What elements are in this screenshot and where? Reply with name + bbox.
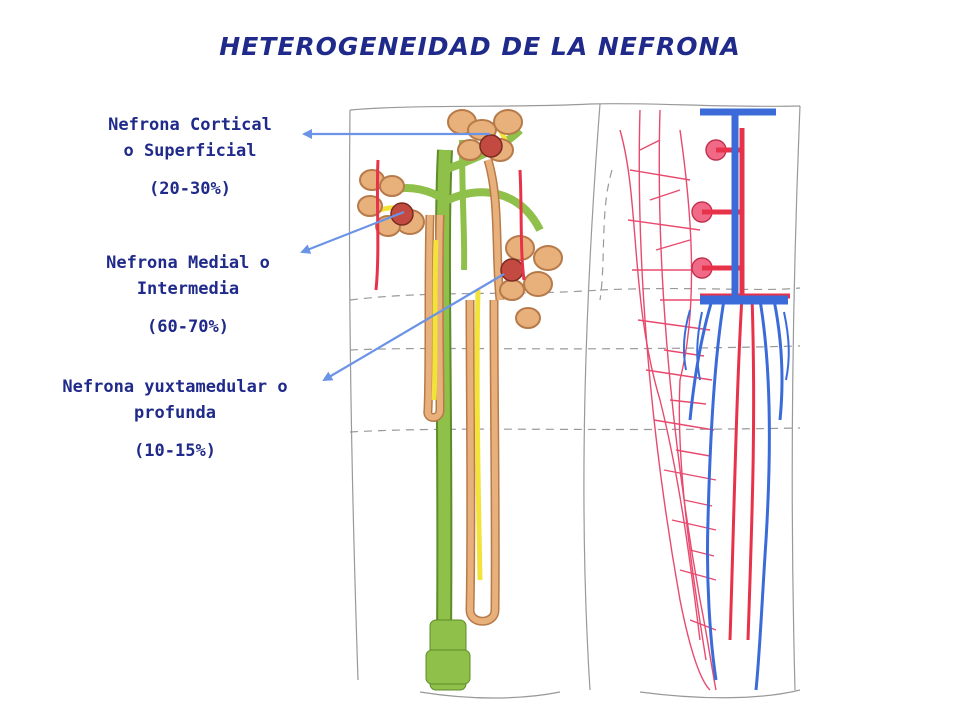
label-nefrona-cortical: Nefrona Cortical o Superficial (20-30%) (80, 112, 300, 202)
label-medial-line2: Intermedia (136, 279, 240, 299)
inner-medulla-boundary (349, 427, 801, 433)
cortex-medulla-boundary-right (599, 287, 801, 291)
cortex-boundary-top (349, 102, 801, 111)
glomeruli (390, 134, 524, 282)
papilla-tip (419, 691, 561, 699)
medullary-ray-boundary (583, 103, 601, 691)
papilla-tip-right (639, 689, 801, 699)
lobule-boundary (599, 169, 613, 301)
outer-medulla-boundary (349, 345, 801, 351)
label-nefrona-yuxtamedular: Nefrona yuxtamedular o profunda (10-15%) (20, 374, 330, 464)
label-medial-percent: (60-70%) (147, 317, 229, 337)
right-glomeruli (691, 139, 727, 279)
pointer-arrows (300, 129, 505, 382)
label-yuxta-line2: profunda (134, 403, 216, 423)
label-cortical-percent: (20-30%) (149, 179, 231, 199)
page-title: HETEROGENEIDAD DE LA NEFRONA (219, 32, 741, 61)
label-cortical-line2: o Superficial (123, 141, 257, 161)
arrow-yuxtamedular (322, 273, 505, 382)
cortex-medulla-boundary-left (349, 289, 601, 301)
glomerulus-cortical (479, 134, 503, 158)
label-yuxta-percent: (10-15%) (134, 441, 216, 461)
glomerulus-yuxtamedular (500, 258, 524, 282)
glomerulus-medial (390, 202, 414, 226)
left-vessels (374, 159, 526, 291)
label-yuxta-line1: Nefrona yuxtamedular o (62, 377, 288, 397)
label-cortical-line1: Nefrona Cortical (108, 115, 272, 135)
label-medial-line1: Nefrona Medial o (106, 253, 270, 273)
veins (682, 108, 790, 691)
left-edge (348, 109, 359, 681)
cluster-yuxtamedular (499, 235, 563, 329)
arrow-medial (300, 210, 405, 254)
label-nefrona-medial: Nefrona Medial o Intermedia (60-70%) (68, 250, 308, 340)
tissue-boundaries (348, 102, 801, 699)
tubules (423, 158, 505, 626)
capillary-network (619, 109, 717, 691)
right-edge (791, 105, 801, 691)
